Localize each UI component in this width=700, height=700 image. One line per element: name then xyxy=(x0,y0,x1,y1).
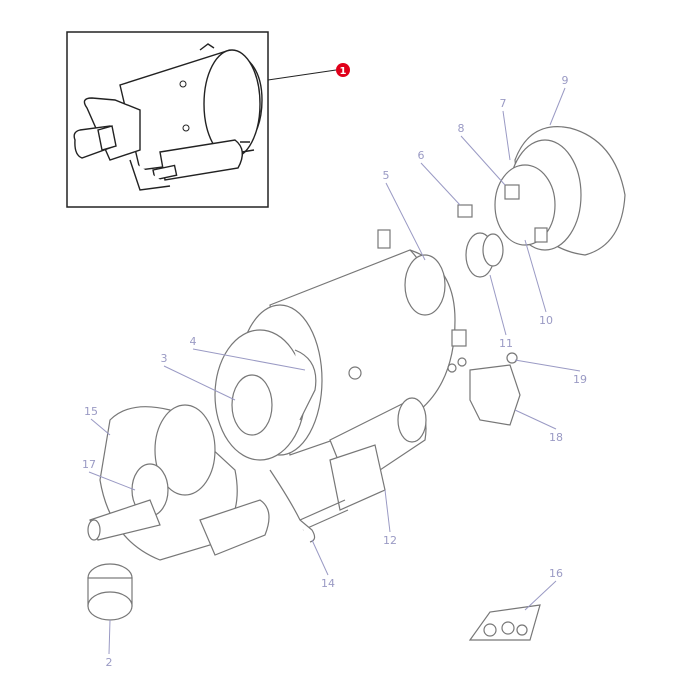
part-label-14[interactable]: 14 xyxy=(321,577,335,590)
leader-line xyxy=(88,471,136,491)
leader-line xyxy=(524,239,547,313)
part-label-18[interactable]: 18 xyxy=(549,431,563,444)
exploded-parts xyxy=(87,126,626,641)
leader-line xyxy=(385,182,426,261)
leader-line xyxy=(420,162,461,206)
part-label-6[interactable]: 6 xyxy=(418,149,425,162)
part-label-12[interactable]: 12 xyxy=(383,534,397,547)
part-label-5[interactable]: 5 xyxy=(383,169,390,182)
part-label-7[interactable]: 7 xyxy=(500,97,507,110)
leader-line xyxy=(90,418,111,436)
part-label-9[interactable]: 9 xyxy=(562,74,569,87)
part-label-8[interactable]: 8 xyxy=(458,122,465,135)
leader-line xyxy=(514,359,581,372)
leader-line xyxy=(192,348,306,371)
part-label-2[interactable]: 2 xyxy=(106,656,113,669)
part-label-4[interactable]: 4 xyxy=(190,335,197,348)
leader-line xyxy=(524,580,557,611)
callout-badge[interactable]: 1 xyxy=(336,63,350,77)
part-label-17[interactable]: 17 xyxy=(82,458,96,471)
part-label-15[interactable]: 15 xyxy=(84,405,98,418)
part-label-10[interactable]: 10 xyxy=(539,314,553,327)
leader-line xyxy=(549,87,566,126)
part-label-16[interactable]: 16 xyxy=(549,567,563,580)
leader-line xyxy=(108,619,111,655)
leader-line xyxy=(311,539,329,576)
leader-line xyxy=(384,489,391,533)
leader-line xyxy=(489,274,507,336)
part-labels: 9 7 8 6 5 10 11 19 4 3 15 17 18 12 14 16 2 xyxy=(82,74,587,669)
leader-line xyxy=(514,409,557,430)
callout-number: 1 xyxy=(340,66,347,77)
part-label-11[interactable]: 11 xyxy=(499,337,513,350)
leader-line xyxy=(460,135,506,186)
leader-line xyxy=(502,110,511,161)
leader-line xyxy=(163,365,236,401)
part-label-3[interactable]: 3 xyxy=(161,352,168,365)
callout-leader xyxy=(267,69,337,81)
part-label-19[interactable]: 19 xyxy=(573,373,587,386)
inset-assembled-starter xyxy=(66,31,269,208)
